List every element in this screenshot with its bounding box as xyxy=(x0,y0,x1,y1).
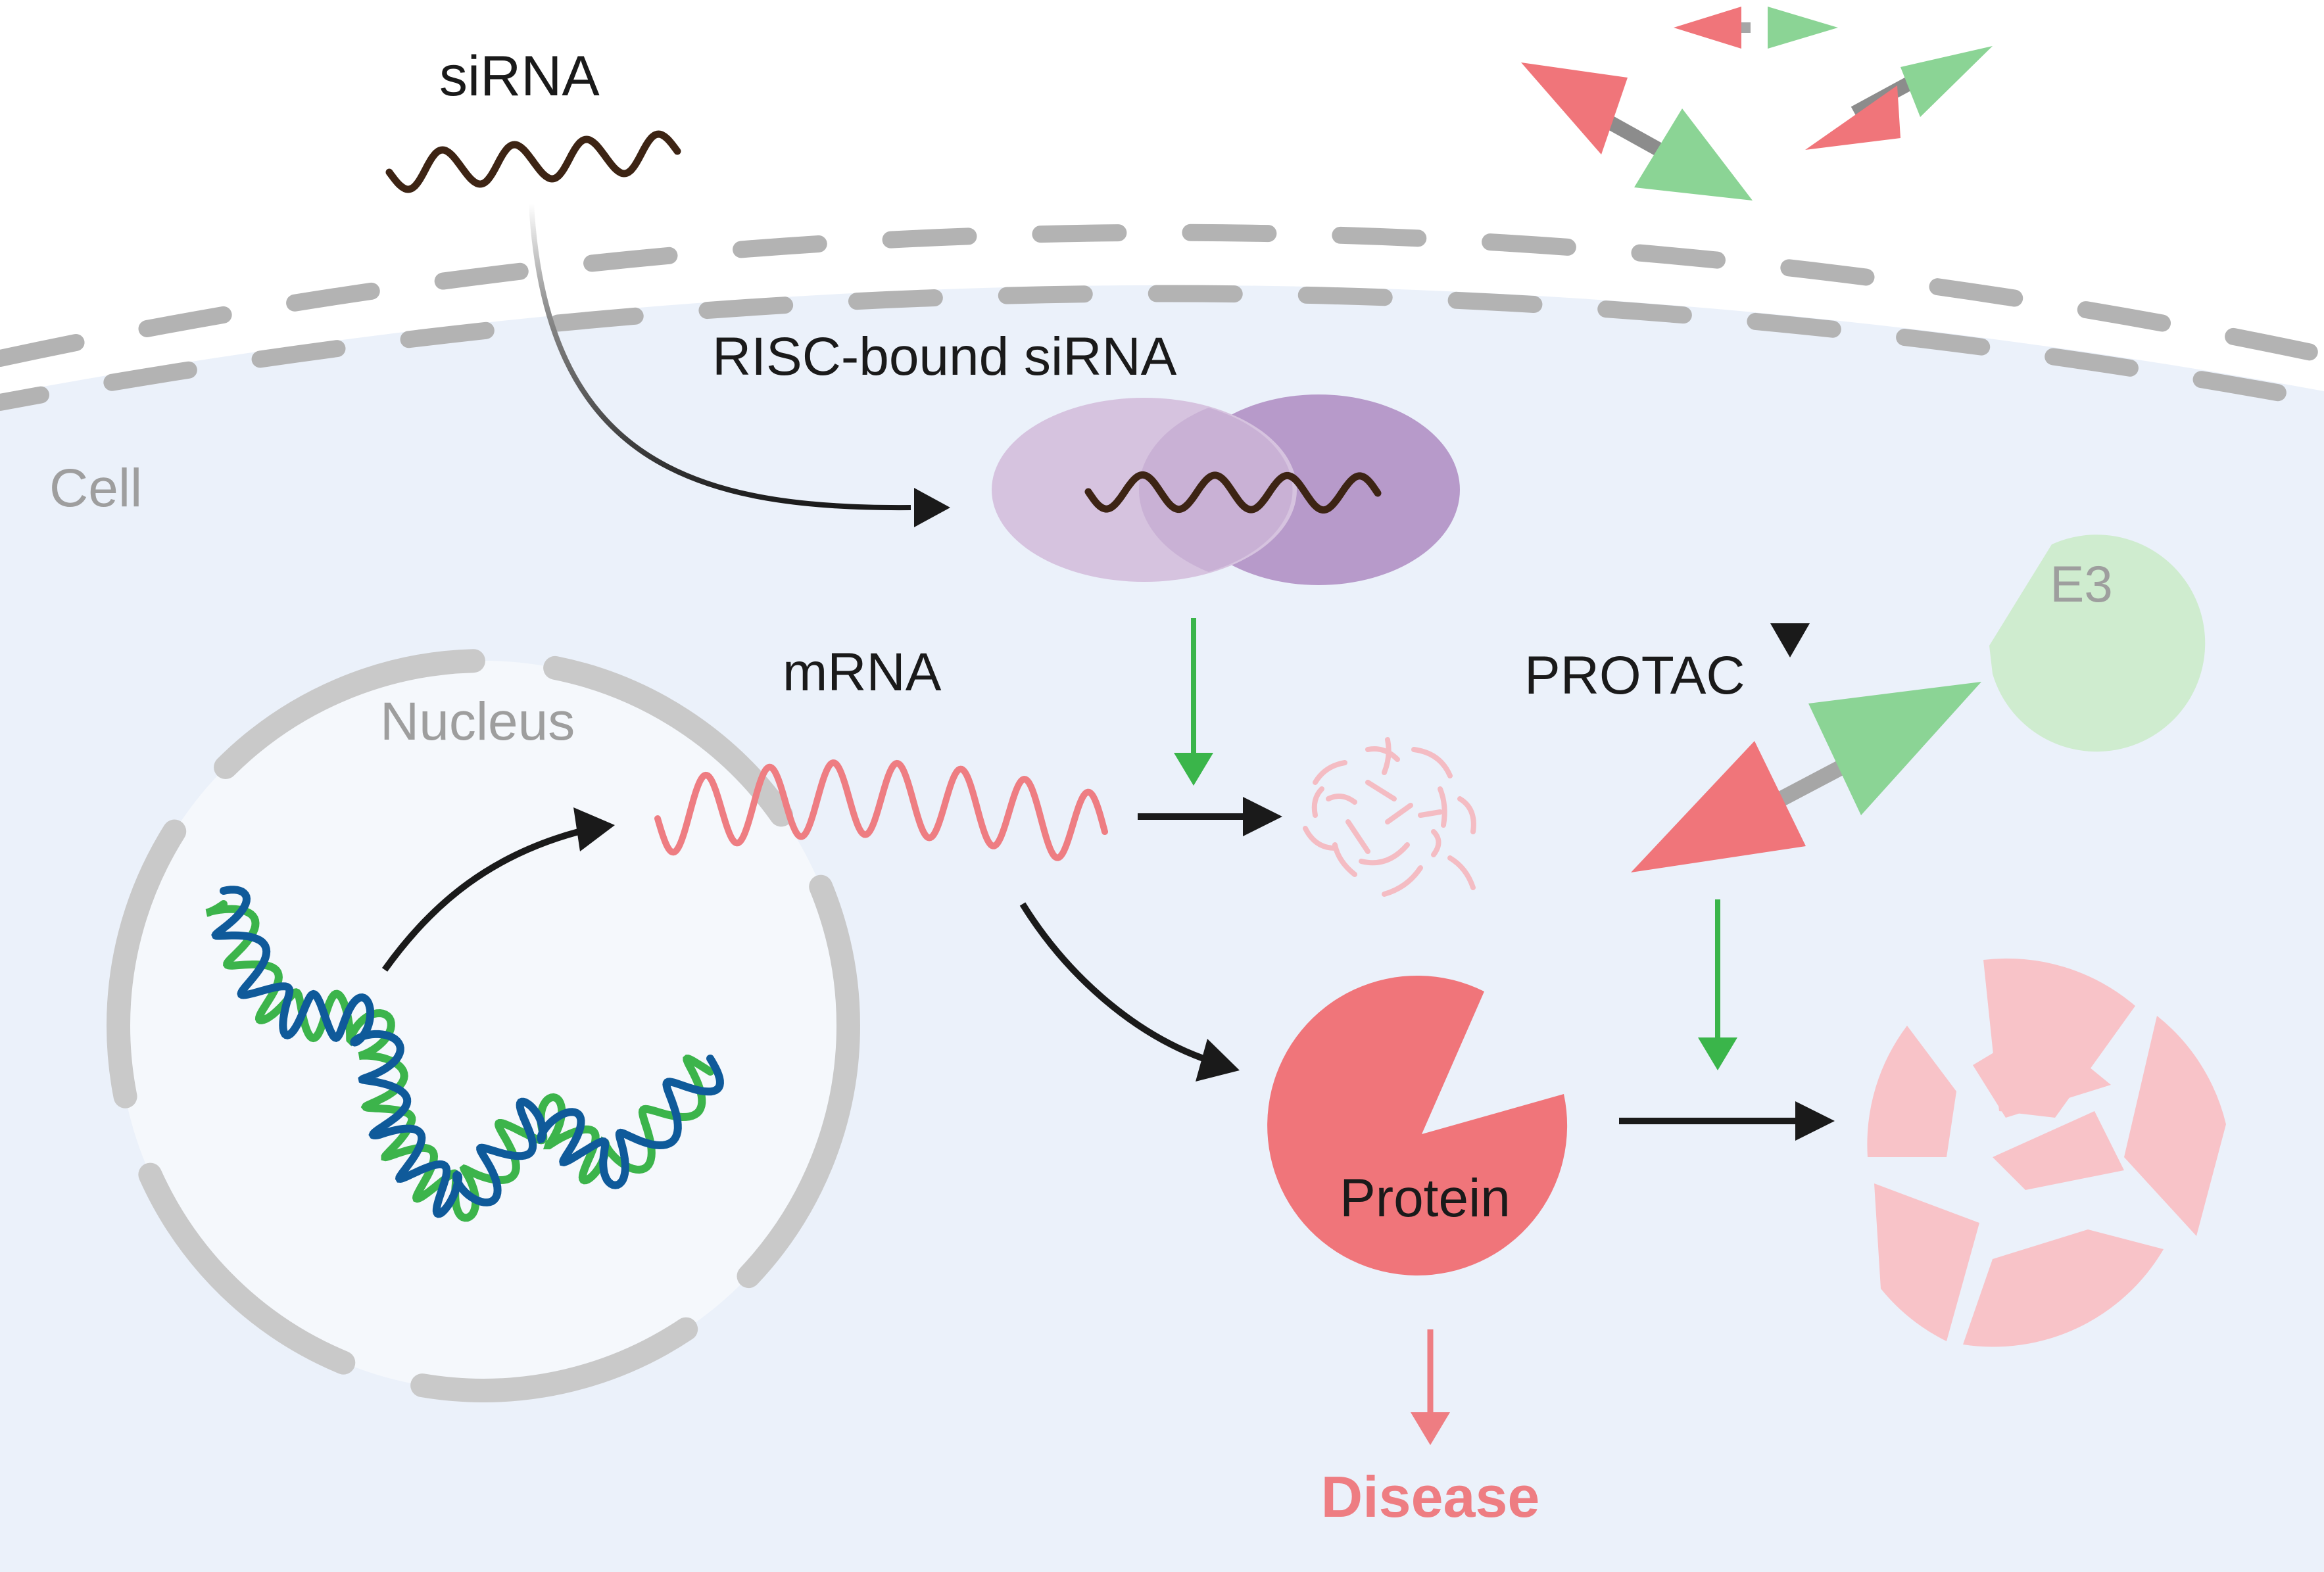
protac-molecules-outside xyxy=(1521,7,1993,201)
e3-ligase xyxy=(1989,535,2206,752)
nucleus xyxy=(107,649,860,1402)
degraded-mrna-fragments xyxy=(1303,737,1476,897)
degraded-protein-fragments xyxy=(1867,958,2226,1347)
sirna-uptake-arrow xyxy=(529,203,950,527)
protac-degradation-arrow xyxy=(1698,899,1737,1070)
risc-cleavage-arrow xyxy=(1174,618,1213,786)
protac-molecule xyxy=(1631,682,1981,872)
sirna-label: siRNA xyxy=(439,45,600,108)
protein-shape xyxy=(1267,975,1568,1275)
translation-arrow xyxy=(1019,902,1240,1082)
cell-label: Cell xyxy=(49,458,142,518)
protac-uptake-arrow xyxy=(1770,227,1810,657)
transcription-arrow xyxy=(381,807,615,972)
protein-degradation-arrow xyxy=(1619,1101,1835,1141)
risc-label: RISC-bound siRNA xyxy=(712,327,1177,387)
sirna-strand xyxy=(385,130,681,193)
protac-label: PROTAC xyxy=(1524,646,1745,705)
risc-complex xyxy=(992,394,1460,585)
e3-label: E3 xyxy=(2050,555,2112,613)
disease-label: Disease xyxy=(1321,1464,1540,1529)
protein-label: Protein xyxy=(1340,1168,1511,1228)
dna-helix xyxy=(205,886,724,1222)
nucleus-label: Nucleus xyxy=(380,692,575,751)
mrna-degradation-arrow xyxy=(1138,797,1282,836)
cell-membrane xyxy=(0,224,2324,411)
disease-arrow xyxy=(1411,1329,1450,1445)
mrna-label: mRNA xyxy=(783,642,942,702)
mrna-strand xyxy=(654,759,1108,861)
risc-sirna-strand xyxy=(1084,471,1382,514)
